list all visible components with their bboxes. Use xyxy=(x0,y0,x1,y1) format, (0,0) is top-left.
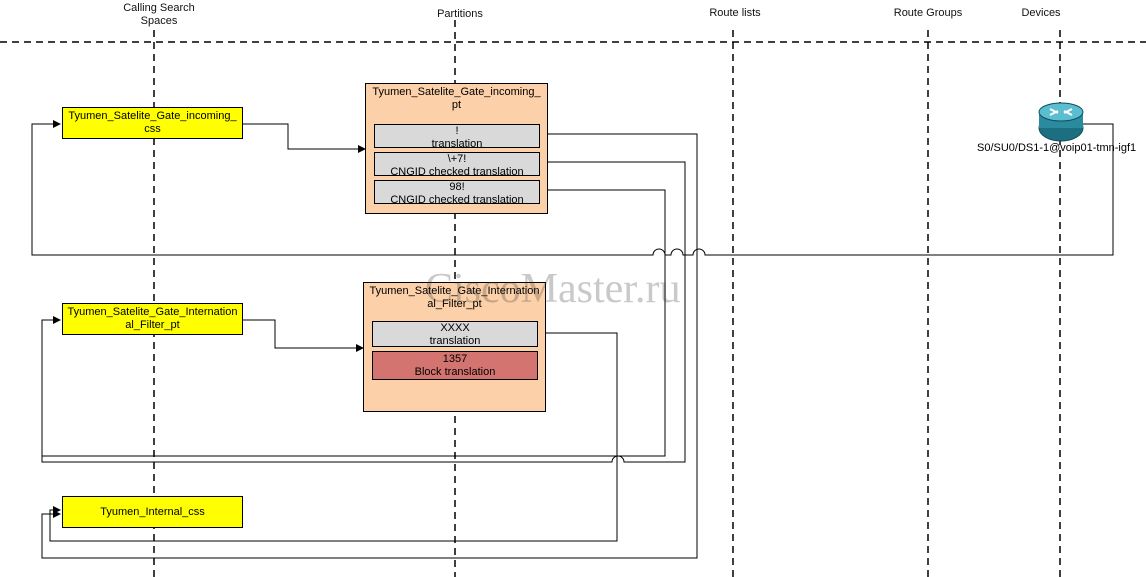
partition-title: Tyumen_Satelite_Gate_incoming_ pt xyxy=(372,86,541,111)
pattern-1357-block[interactable]: 1357 Block translation xyxy=(372,351,538,380)
router-icon[interactable] xyxy=(1038,102,1084,142)
pattern-number: \+7! xyxy=(447,153,467,165)
pattern-number: ! xyxy=(455,125,459,137)
pattern-98-cngid[interactable]: 98! CNGID checked translation xyxy=(374,180,540,206)
pattern-type: Block translation xyxy=(414,366,496,378)
pattern-plus7-cngid[interactable]: \+7! CNGID checked translation xyxy=(374,152,540,178)
connector-xxxx-to-css3 xyxy=(49,332,618,542)
partition-title: Tyumen_Satelite_Gate_Internation al_Filt… xyxy=(369,285,540,310)
lane-title-calling-search-spaces: Calling Search Spaces xyxy=(123,2,195,27)
connector-translation-to-css3 xyxy=(41,133,698,559)
lane-title-partitions: Partitions xyxy=(437,8,483,20)
pattern-number: 98! xyxy=(449,181,465,193)
pattern-number: XXXX xyxy=(440,322,470,334)
connector-css1-to-partition1 xyxy=(243,123,366,153)
pattern-type: translation xyxy=(431,138,483,150)
partition-incoming[interactable]: Tyumen_Satelite_Gate_incoming_ pt ! tran… xyxy=(365,83,548,214)
pattern-number: 1357 xyxy=(442,353,468,365)
css-box-incoming[interactable]: Tyumen_Satelite_Gate_incoming_ css xyxy=(62,107,243,139)
css-box-internal[interactable]: Tyumen_Internal_css xyxy=(62,496,243,528)
pattern-type: translation xyxy=(429,335,481,347)
lane-title-devices: Devices xyxy=(1021,7,1061,19)
watermark: CiscoMaster.ru xyxy=(425,266,681,312)
lane-title-route-lists: Route lists xyxy=(709,7,761,19)
lane-title-route-groups: Route Groups xyxy=(893,7,963,19)
connector-css2-to-partition2 xyxy=(243,319,364,352)
pattern-type: CNGID checked translation xyxy=(390,194,524,206)
pattern-translation[interactable]: ! translation xyxy=(374,124,540,150)
pattern-type: CNGID checked translation xyxy=(390,166,524,178)
connector-device-to-css1 xyxy=(31,120,1114,256)
device-label: S0/SU0/DS1-1@voip01-tmn-igf1 xyxy=(977,142,1137,154)
css-box-international-filter[interactable]: Tyumen_Satelite_Gate_Internation al_Filt… xyxy=(62,303,243,335)
partition-international-filter[interactable]: Tyumen_Satelite_Gate_Internation al_Filt… xyxy=(363,282,546,412)
pattern-xxxx-translation[interactable]: XXXX translation xyxy=(372,321,538,347)
connector-98-to-css2 xyxy=(42,189,666,457)
